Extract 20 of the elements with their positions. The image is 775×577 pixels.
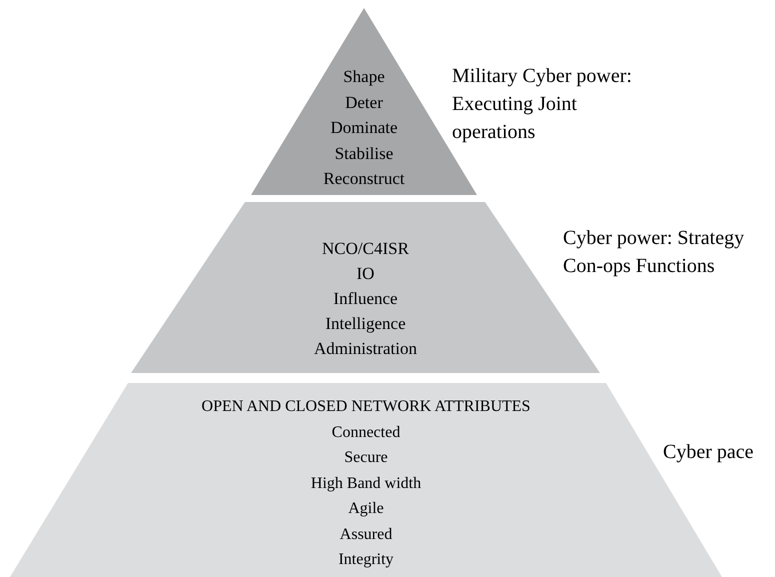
- tier-item: Assured: [340, 524, 392, 544]
- tier-item: Agile: [348, 499, 384, 519]
- tier-item: Shape: [343, 66, 385, 88]
- tier-item: Secure: [344, 448, 388, 468]
- tier-item: Administration: [314, 338, 417, 360]
- tier-item: High Band width: [310, 474, 422, 494]
- tier-item: IO: [356, 263, 374, 285]
- tier-item: Connected: [332, 422, 400, 442]
- tier-item: Reconstruct: [323, 168, 405, 190]
- tier-item: Stabilise: [334, 142, 394, 164]
- tier-heading: OPEN AND CLOSED NETWORK ATTRIBUTES: [202, 397, 530, 417]
- side-label: Military Cyber power: Executing Joint operations: [452, 64, 633, 145]
- tier-item: Intelligence: [325, 313, 406, 335]
- tier-item: Dominate: [330, 117, 398, 139]
- side-label: Cyber power: Strategy Con-ops Functions: [563, 226, 746, 279]
- tier-item: Influence: [333, 288, 398, 310]
- tier-item: Integrity: [338, 550, 394, 570]
- tier-item: NCO/C4ISR: [322, 238, 409, 260]
- tier-item: Deter: [345, 92, 383, 114]
- side-label: Cyber pace: [663, 440, 755, 465]
